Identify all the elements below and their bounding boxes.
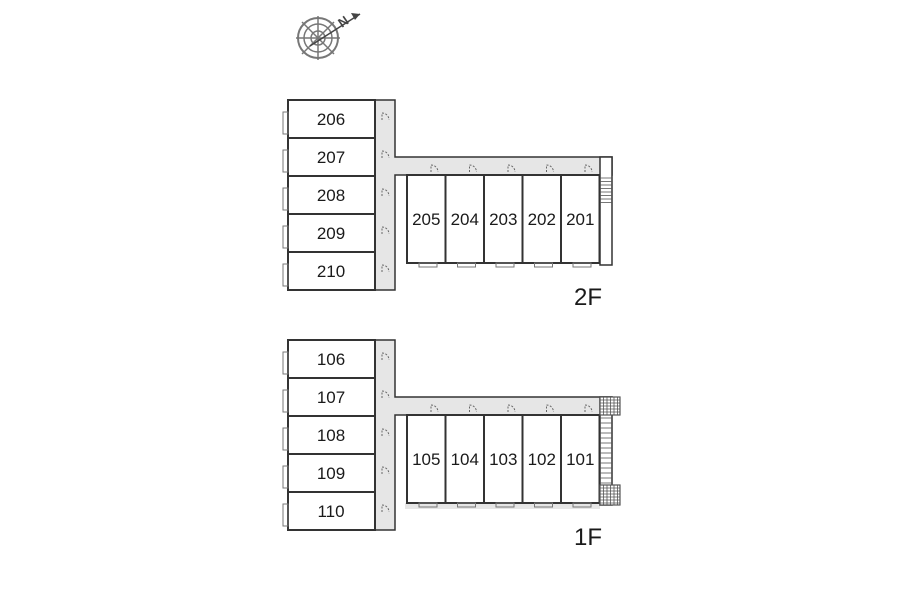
unit-label: 208 [317, 186, 345, 205]
unit-109: 109 [282, 453, 390, 493]
unit-106: 106 [282, 339, 390, 379]
balcony [282, 225, 289, 249]
unit-label: 207 [317, 148, 345, 167]
unit-label: 204 [451, 210, 479, 229]
balcony [282, 149, 289, 173]
floor-label: 1F [574, 524, 602, 551]
unit-label: 102 [528, 450, 556, 469]
balcony [457, 262, 476, 268]
unit-206: 206 [282, 99, 390, 139]
unit-label: 105 [412, 450, 440, 469]
unit-label: 209 [317, 224, 345, 243]
floor-2f: 206 207 208 209 210 205 204 203 202 201 2F [282, 99, 613, 311]
unit-108: 108 [282, 415, 390, 455]
balcony [418, 262, 438, 268]
floor-1f: 106 107 108 109 110 105 104 103 102 101 1F [282, 339, 621, 551]
unit-label: 206 [317, 110, 345, 129]
door-swing-icon [381, 428, 390, 437]
staircase [599, 396, 621, 506]
staircase [599, 156, 613, 266]
unit-101: 101 [560, 404, 601, 508]
balcony [282, 351, 289, 375]
unit-label: 107 [317, 388, 345, 407]
unit-label: 108 [317, 426, 345, 445]
unit-105: 105 [406, 404, 447, 508]
unit-label: 201 [566, 210, 594, 229]
unit-203: 203 [483, 164, 524, 268]
unit-110: 110 [282, 491, 390, 531]
balcony [282, 263, 289, 287]
balcony [282, 187, 289, 211]
unit-205: 205 [406, 164, 447, 268]
balcony [282, 503, 289, 527]
compass-north-icon: N [296, 13, 361, 60]
door-swing-icon [381, 352, 390, 361]
unit-label: 202 [528, 210, 556, 229]
unit-202: 202 [521, 164, 562, 268]
door-swing-icon [381, 226, 390, 235]
unit-label: 109 [317, 464, 345, 483]
unit-label: 104 [451, 450, 479, 469]
unit-103: 103 [483, 404, 524, 508]
door-swing-icon [507, 164, 516, 173]
door-swing-icon [430, 404, 439, 413]
unit-208: 208 [282, 175, 390, 215]
door-swing-icon [469, 164, 477, 173]
balcony [495, 262, 515, 268]
balcony [572, 262, 592, 268]
door-swing-icon [381, 188, 390, 197]
unit-107: 107 [282, 377, 390, 417]
unit-label: 110 [317, 502, 344, 521]
unit-104: 104 [444, 404, 485, 508]
unit-label: 103 [489, 450, 517, 469]
door-swing-icon [381, 390, 390, 399]
door-swing-icon [381, 150, 390, 159]
unit-label: 205 [412, 210, 440, 229]
unit-label: 101 [566, 450, 594, 469]
walkway-edge [405, 503, 600, 509]
door-swing-icon [381, 504, 390, 513]
balcony [534, 262, 553, 268]
door-swing-icon [546, 164, 554, 173]
balcony [572, 502, 592, 508]
balcony [282, 427, 289, 451]
door-swing-icon [381, 112, 390, 121]
balcony [282, 111, 289, 135]
door-swing-icon [584, 404, 593, 413]
unit-209: 209 [282, 213, 390, 253]
door-swing-icon [546, 404, 554, 413]
door-swing-icon [507, 404, 516, 413]
unit-201: 201 [560, 164, 601, 268]
unit-label: 210 [317, 262, 345, 281]
balcony [282, 465, 289, 489]
balcony [534, 502, 553, 508]
balcony [457, 502, 476, 508]
balcony [418, 502, 438, 508]
unit-label: 203 [489, 210, 517, 229]
balcony [282, 389, 289, 413]
unit-210: 210 [282, 251, 390, 291]
unit-102: 102 [521, 404, 562, 508]
unit-204: 204 [444, 164, 485, 268]
unit-label: 106 [317, 350, 345, 369]
balcony [495, 502, 515, 508]
door-swing-icon [584, 164, 593, 173]
unit-207: 207 [282, 137, 390, 177]
door-swing-icon [469, 404, 477, 413]
floor-label: 2F [574, 284, 602, 311]
door-swing-icon [430, 164, 439, 173]
door-swing-icon [381, 466, 390, 475]
door-swing-icon [381, 264, 390, 273]
